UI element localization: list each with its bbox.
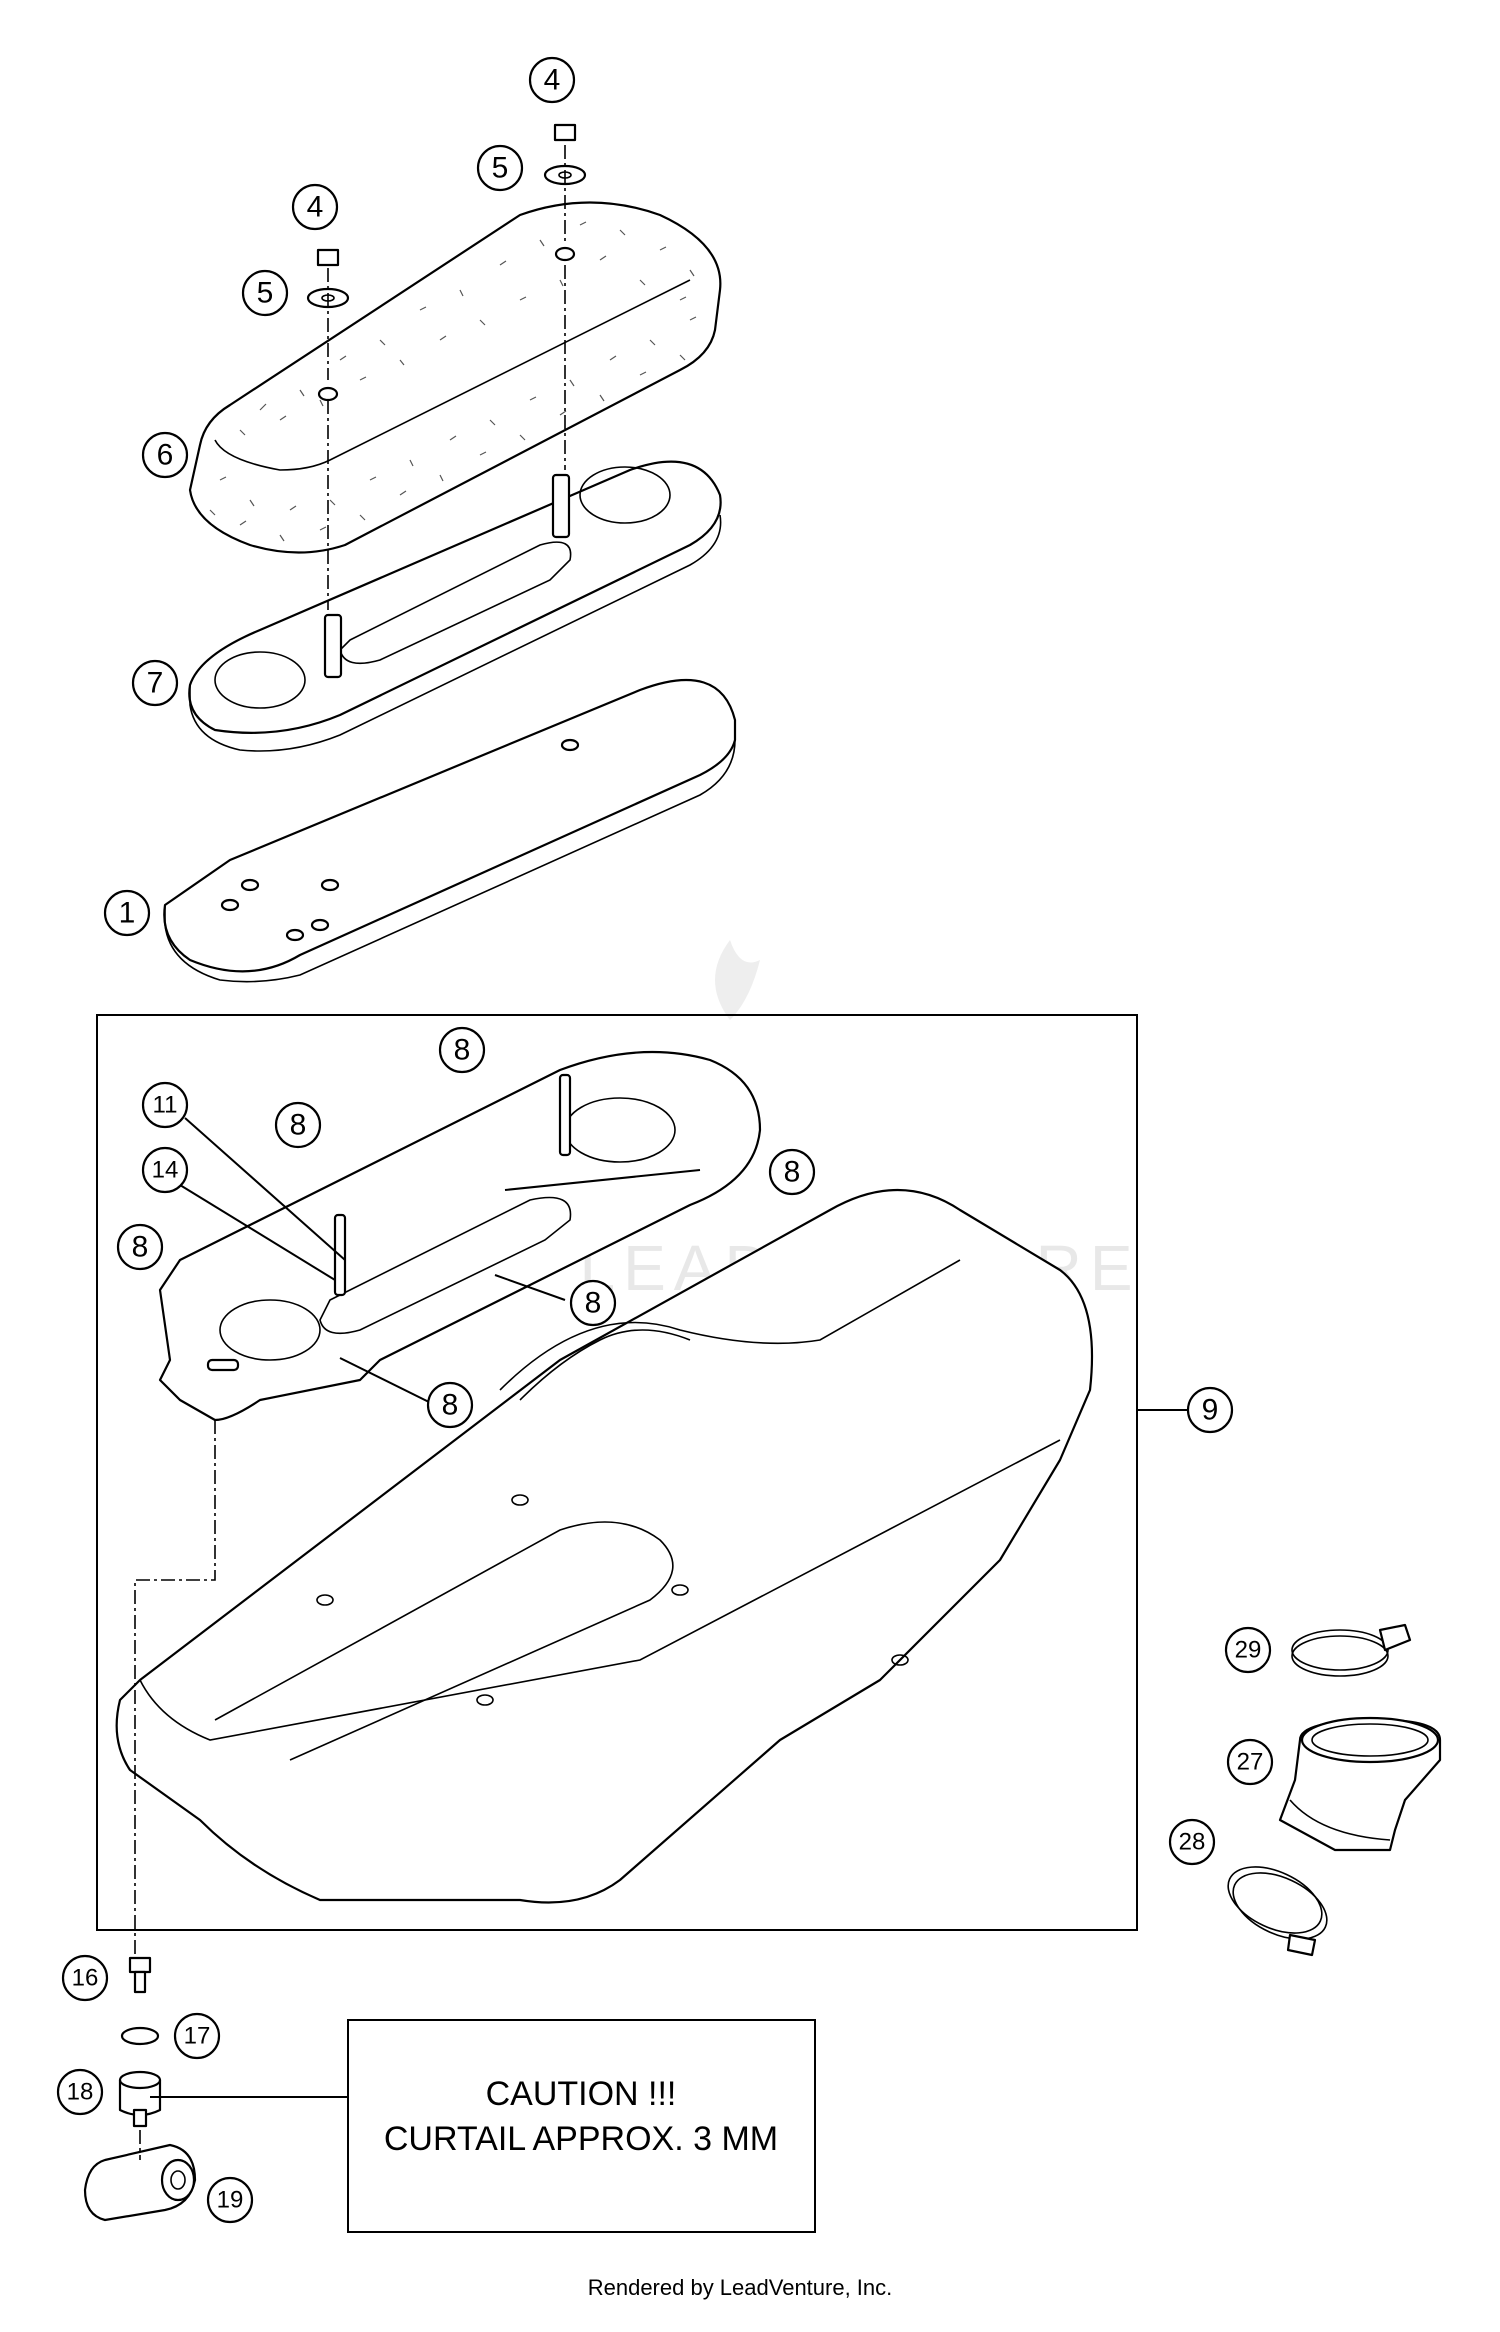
callout-8-label: 8 [442,1389,459,1422]
callout-18-label: 18 [67,2079,94,2106]
bolt-part-16 [128,1956,152,1994]
caution-note: CAUTION !!! CURTAIL APPROX. 3 MM [347,2019,816,2233]
callout-11: 11 [141,1081,189,1129]
callout-4-label: 4 [544,64,561,97]
rubber-mount-part-18 [118,2070,162,2128]
callout-8-right: 8 [768,1148,816,1196]
caution-note-line-1: CAUTION !!! [486,2075,677,2113]
washer-part-17 [120,2026,160,2046]
callout-18: 18 [56,2068,104,2116]
callout-8-label: 8 [585,1287,602,1320]
callout-4-label: 4 [307,191,324,224]
base-plate-part-1 [163,678,737,983]
callout-1: 1 [103,889,151,937]
callout-19: 19 [206,2176,254,2224]
callout-5-top-right: 5 [476,144,524,192]
callout-8-label: 8 [290,1109,307,1142]
filter-support-plate-part-7 [188,460,722,752]
inner-mounting-plate [158,1050,762,1422]
caution-note-line-2: CURTAIL APPROX. 3 MM [384,2120,778,2158]
callout-29-label: 29 [1235,1637,1262,1664]
callout-8-bottom: 8 [426,1381,474,1429]
callout-9: 9 [1186,1386,1234,1434]
callout-16-label: 16 [72,1965,99,1992]
footer-credit: Rendered by LeadVenture, Inc. [588,2275,893,2300]
callout-6-label: 6 [157,439,174,472]
air-filter-element-part-6 [188,201,722,554]
spacer-part-19 [83,2143,197,2222]
callout-28-label: 28 [1179,1829,1206,1856]
callout-28: 28 [1168,1818,1216,1866]
callout-29: 29 [1224,1626,1272,1674]
callout-7-label: 7 [147,667,164,700]
callout-5-left: 5 [241,269,289,317]
assembly-box-part-9 [96,1014,1138,1931]
callout-8-center: 8 [569,1279,617,1327]
callout-8-label: 8 [454,1034,471,1067]
callout-17-label: 17 [184,2023,211,2050]
air-box-housing [115,1189,1094,1904]
callout-8-left: 8 [116,1223,164,1271]
callout-5-label: 5 [257,277,274,310]
callout-8-label: 8 [132,1231,149,1264]
callout-4-top-right: 4 [528,56,576,104]
callout-17: 17 [173,2012,221,2060]
callout-7: 7 [131,659,179,707]
callout-14-label: 14 [152,1157,179,1184]
callout-9-label: 9 [1202,1394,1219,1427]
hose-clamp-part-29 [1291,1623,1412,1677]
callout-8-label: 8 [784,1156,801,1189]
leader-lines [179,1117,1188,1411]
mounting-axis-line [134,1420,216,1960]
intake-boot-part-27 [1278,1716,1442,1852]
callout-16: 16 [61,1954,109,2002]
callout-8-top: 8 [438,1026,486,1074]
callout-6: 6 [141,431,189,479]
callout-27: 27 [1226,1738,1274,1786]
callout-14: 14 [141,1146,189,1194]
callout-11-label: 11 [153,1092,178,1119]
callout-1-label: 1 [119,897,136,930]
callout-4-left: 4 [291,183,339,231]
callout-8-mid-left: 8 [274,1101,322,1149]
callout-5-label: 5 [492,152,509,185]
callout-19-label: 19 [217,2187,244,2214]
callout-27-label: 27 [1237,1749,1264,1776]
hose-clamp-part-28 [1227,1866,1328,1957]
